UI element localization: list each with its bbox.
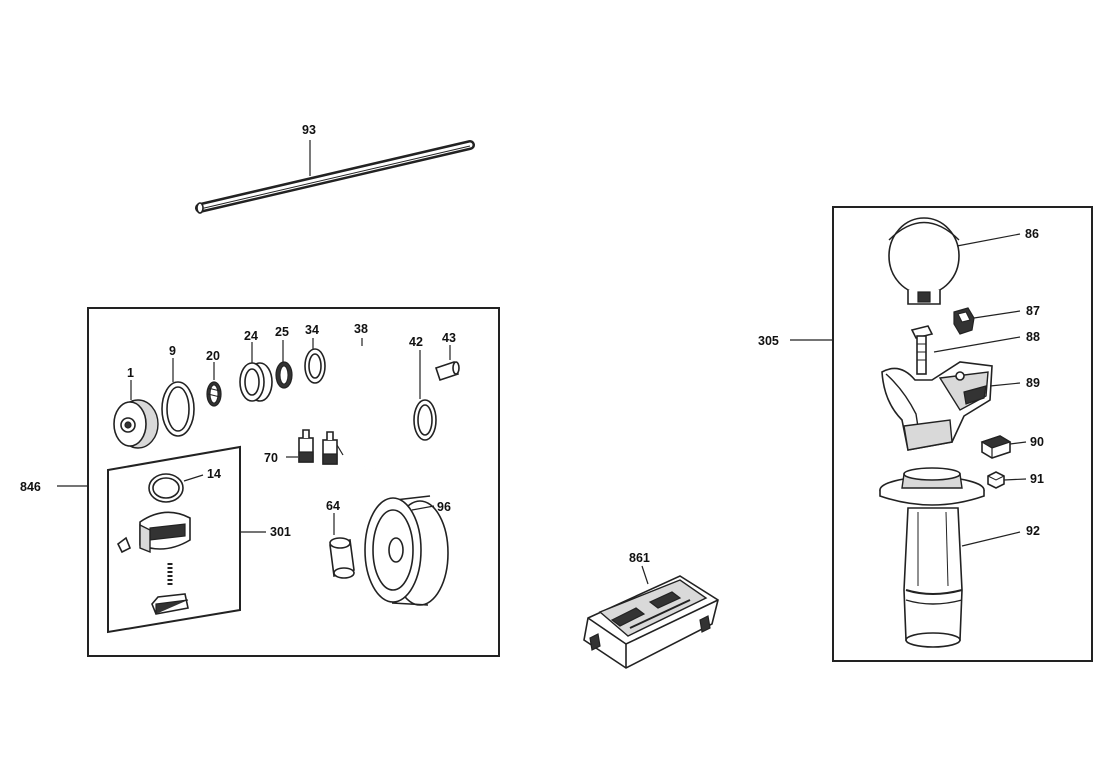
leader-88 — [933, 336, 1021, 353]
label-90: 90 — [1030, 435, 1044, 449]
group-305-frame — [832, 206, 1093, 662]
label-64: 64 — [326, 499, 340, 513]
label-25: 25 — [275, 325, 289, 339]
part-92-grip[interactable] — [879, 467, 985, 648]
part-86-clamp-band[interactable] — [888, 217, 960, 305]
part-64-sleeve[interactable] — [329, 537, 355, 579]
part-89-handle-holder[interactable] — [881, 361, 993, 451]
label-96: 96 — [437, 500, 451, 514]
label-86: 86 — [1025, 227, 1039, 241]
label-9: 9 — [169, 344, 176, 358]
part-861-case[interactable] — [583, 575, 719, 669]
part-90-block[interactable] — [980, 435, 1012, 459]
part-34-oring[interactable] — [304, 348, 326, 384]
part-20-spring[interactable] — [206, 381, 222, 407]
part-96-drum[interactable] — [364, 495, 449, 606]
part-88-bolt[interactable] — [910, 325, 934, 375]
label-91: 91 — [1030, 472, 1044, 486]
leader-91 — [1003, 478, 1027, 481]
part-87-clip[interactable] — [953, 307, 975, 335]
label-87: 87 — [1026, 304, 1040, 318]
leader-86 — [956, 233, 1021, 247]
label-20: 20 — [206, 349, 220, 363]
part-38-loop[interactable] — [342, 343, 395, 473]
label-861: 861 — [629, 551, 650, 565]
label-42: 42 — [409, 335, 423, 349]
label-38: 38 — [354, 322, 368, 336]
leader-861 — [641, 565, 649, 585]
part-1-cap[interactable] — [113, 399, 159, 449]
label-1: 1 — [127, 366, 134, 380]
label-14: 14 — [207, 467, 221, 481]
label-846: 846 — [20, 480, 41, 494]
leader-87 — [973, 310, 1021, 319]
group-301-frame — [107, 445, 241, 634]
part-301-switch-assembly[interactable] — [116, 511, 191, 615]
part-24-ring[interactable] — [239, 362, 273, 402]
part-91-nut[interactable] — [987, 471, 1005, 489]
part-43-pin[interactable] — [434, 360, 460, 382]
part-14-ring[interactable] — [148, 473, 184, 503]
part-9-ring[interactable] — [161, 381, 195, 437]
label-34: 34 — [305, 323, 319, 337]
part-25-ring[interactable] — [275, 361, 293, 389]
label-301: 301 — [270, 525, 291, 539]
label-24: 24 — [244, 329, 258, 343]
leader-92 — [961, 531, 1021, 547]
label-89: 89 — [1026, 376, 1040, 390]
group-846-frame — [87, 307, 500, 657]
leader-96 — [411, 505, 435, 511]
label-88: 88 — [1026, 330, 1040, 344]
leader-89 — [989, 382, 1021, 387]
leader-14 — [183, 474, 204, 482]
label-43: 43 — [442, 331, 456, 345]
part-93-rod[interactable] — [195, 140, 475, 214]
leader-90 — [1009, 441, 1027, 445]
part-42-oring[interactable] — [413, 399, 437, 441]
label-305: 305 — [758, 334, 779, 348]
part-70-brushes[interactable] — [298, 429, 344, 465]
label-70: 70 — [264, 451, 278, 465]
label-93: 93 — [302, 123, 316, 137]
label-92: 92 — [1026, 524, 1040, 538]
